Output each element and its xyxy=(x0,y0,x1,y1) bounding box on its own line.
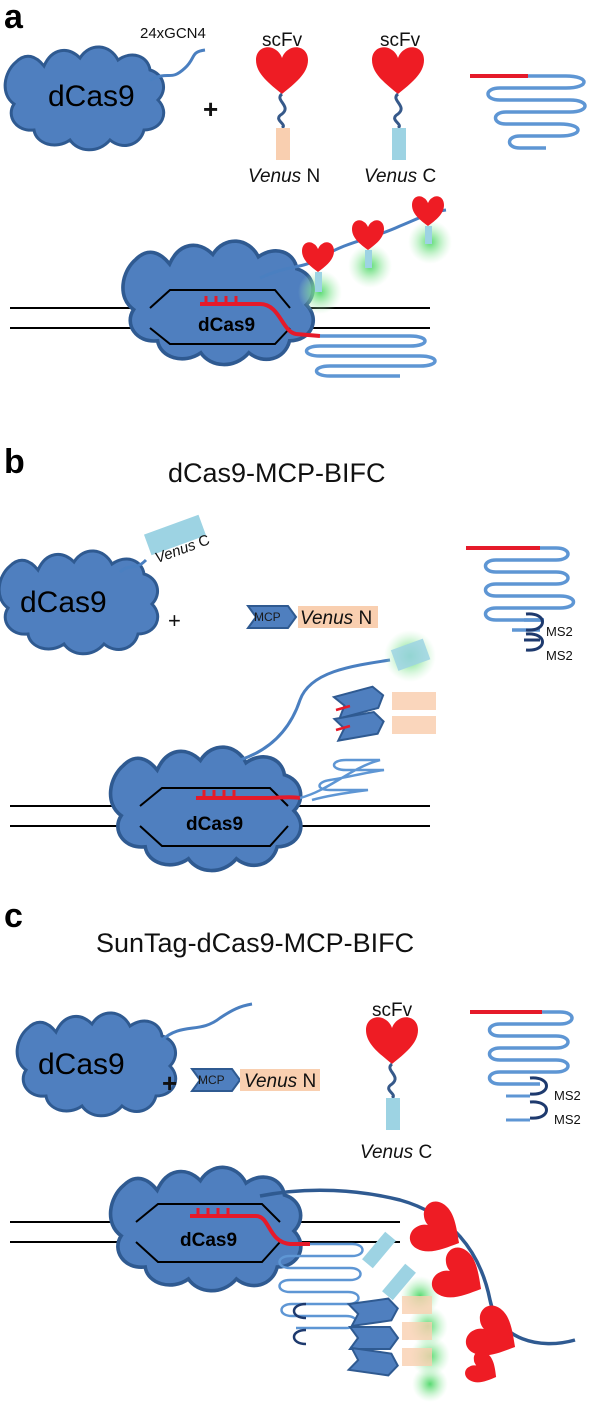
panel-b-title: dCas9-MCP-BIFC xyxy=(168,458,386,488)
panel-c-title: SunTag-dCas9-MCP-BIFC xyxy=(96,928,414,958)
venus-c-label: Venus C xyxy=(364,166,436,187)
dcas9-protein-b: dCas9 xyxy=(0,549,160,656)
venus-n-fragment xyxy=(240,1069,320,1091)
venus-n-label: Venus N xyxy=(300,608,372,629)
panel-b: b dCas9-MCP-BIFC dCas9 Venus C + MCP Ven… xyxy=(0,443,576,873)
mcp-venus-n-construct: MCP Venus N xyxy=(247,605,378,629)
scfv-venus-n-construct: scFv Venus N xyxy=(248,30,320,187)
dcas9-protein-a: dCas9 xyxy=(3,45,166,152)
venus-n-fragment xyxy=(298,606,378,628)
dcas9-bound-label: dCas9 xyxy=(180,1230,237,1251)
mcp-venus-n-construct: MCP Venus N xyxy=(191,1068,320,1092)
panel-letter-a: a xyxy=(4,0,24,36)
venus-c-label: Venus C xyxy=(360,1142,432,1163)
mcp-label: MCP xyxy=(254,610,281,624)
bound-complex-c: dCas9 xyxy=(10,1165,576,1402)
panel-a: a dCas9 24xGCN4 + scFv Venus N scFv Venu… xyxy=(3,0,587,378)
venus-n-label: Venus N xyxy=(244,1071,316,1092)
venus-c-fragment xyxy=(386,1098,400,1130)
venus-n-label: Venus N xyxy=(248,166,320,187)
bound-complex-a: dCas9 xyxy=(10,196,452,378)
scfv-label: scFv xyxy=(380,30,421,51)
ms2-label: MS2 xyxy=(546,648,573,663)
dcas9-label: dCas9 xyxy=(20,586,107,619)
mcp-label: MCP xyxy=(198,1073,225,1087)
gcn4-tail xyxy=(149,48,206,82)
dcas9-label: dCas9 xyxy=(48,80,135,113)
dcas9-label: dCas9 xyxy=(38,1048,125,1081)
dcas9-bound-label: dCas9 xyxy=(186,814,243,835)
ms2-label: MS2 xyxy=(554,1088,581,1103)
scfv-label: scFv xyxy=(262,30,303,51)
scfv-venus-c-construct: scFv Venus C xyxy=(360,1000,432,1163)
venus-c-fragment xyxy=(392,128,406,160)
sgrna-ms2-b: MS2 MS2 xyxy=(466,546,576,663)
plus-sign: + xyxy=(168,608,181,633)
panel-letter-b: b xyxy=(4,443,25,481)
dcas9-bound-label: dCas9 xyxy=(198,315,255,336)
plus-sign: + xyxy=(203,94,218,124)
ms2-label: MS2 xyxy=(546,624,573,639)
sgrna-ms2-c: MS2 MS2 xyxy=(470,1010,581,1127)
panel-c: c SunTag-dCas9-MCP-BIFC dCas9 + MCP Venu… xyxy=(4,897,581,1402)
venus-c-fragment xyxy=(143,514,207,556)
gcn4-label: 24xGCN4 xyxy=(140,25,206,42)
venus-n-fragment xyxy=(276,128,290,160)
panel-letter-c: c xyxy=(4,897,23,935)
ms2-label: MS2 xyxy=(554,1112,581,1127)
dcas9-protein-c: dCas9 xyxy=(15,1011,178,1118)
bound-complex-b: dCas9 xyxy=(10,630,436,873)
plus-sign: + xyxy=(162,1068,177,1098)
scfv-venus-c-construct: scFv Venus C xyxy=(364,30,436,187)
sgrna-a xyxy=(470,74,587,150)
scfv-label: scFv xyxy=(372,1000,413,1021)
